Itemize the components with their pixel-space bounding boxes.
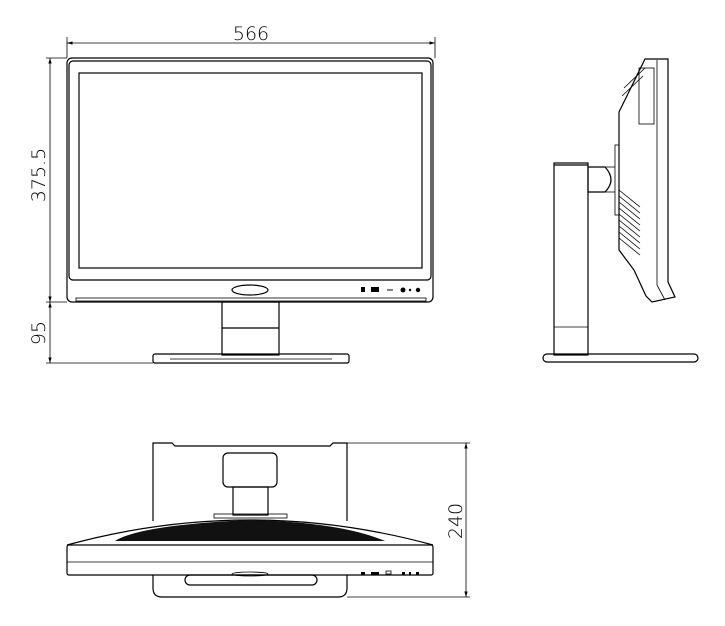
stand-base	[152, 353, 350, 364]
top-body	[66, 544, 434, 576]
side-panel-cover	[638, 67, 655, 125]
bezel	[68, 60, 432, 281]
logo-badge	[231, 284, 269, 296]
hinge-plate	[614, 144, 620, 216]
hinge	[587, 166, 612, 193]
side-view	[542, 58, 699, 363]
monitor-outer-frame	[66, 57, 434, 303]
top-mount	[213, 513, 288, 519]
top-stand-plate	[152, 442, 348, 521]
top-buttons-icons	[361, 570, 419, 575]
top-base-slot	[184, 574, 318, 586]
side-stand-base	[542, 353, 699, 363]
screen	[78, 72, 423, 269]
top-view: 240	[66, 442, 470, 598]
side-vents	[618, 67, 646, 256]
front-view: 566 375.5 95	[28, 23, 436, 364]
side-panel-outline	[618, 58, 676, 303]
depth-dimension-label: 240	[445, 503, 467, 539]
side-stand-column	[553, 162, 589, 356]
top-neck	[232, 486, 269, 516]
panel-height-dimension-label: 375.5	[28, 148, 50, 202]
top-stand-base	[152, 575, 348, 598]
front-buttons-icons	[361, 287, 421, 293]
top-handle	[222, 452, 278, 488]
bottom-strip	[75, 297, 427, 302]
stand-height-dimension-label: 95	[28, 321, 50, 345]
width-dimension-label: 566	[233, 23, 269, 45]
top-vents	[115, 520, 385, 541]
